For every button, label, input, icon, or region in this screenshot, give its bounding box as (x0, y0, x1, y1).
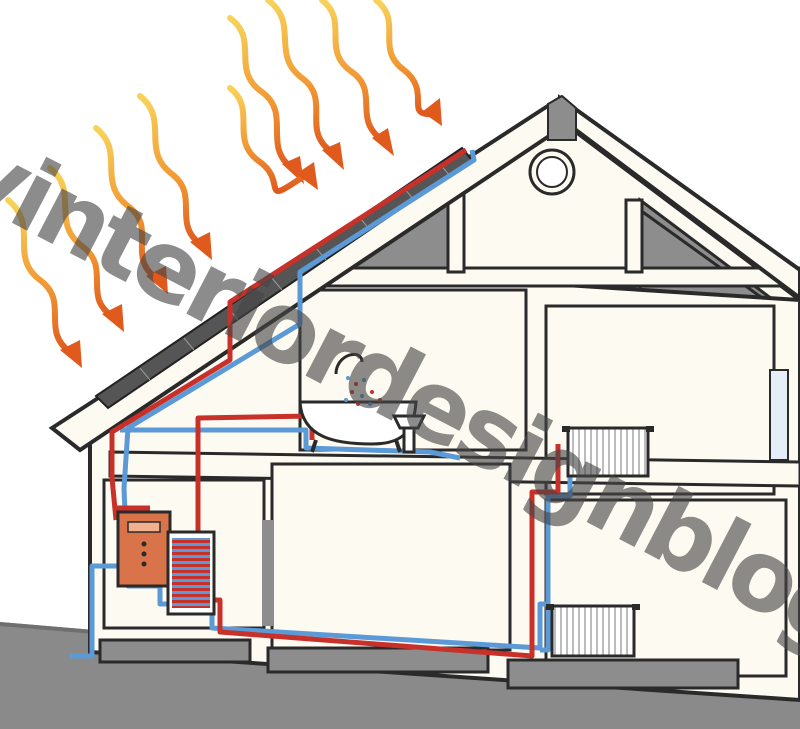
sun-ray-icon (373, 0, 442, 126)
attic-floor-beam (318, 266, 800, 288)
hot-water-tank-icon (166, 530, 216, 616)
sun-ray-icon (93, 125, 168, 294)
sun-ray-icon (47, 165, 124, 332)
sun-ray-icon (265, 0, 344, 170)
sun-ray-icon (319, 0, 394, 156)
sun-ray-icon (137, 93, 212, 260)
upper-room-right-window (769, 369, 789, 461)
sun-rays (5, 0, 442, 368)
round-window-icon (528, 148, 576, 196)
radiator-icon (546, 604, 640, 658)
sun-ray-icon (5, 197, 82, 368)
shower-water-drops (344, 376, 382, 406)
roof-ridge-cap (547, 94, 577, 141)
sink-icon (391, 414, 427, 454)
boiler-icon (116, 510, 172, 588)
foundation-block (98, 638, 252, 664)
lower-room-center (270, 462, 512, 652)
lower-room-center-shadow (262, 520, 274, 626)
sun-ray-icon (227, 85, 318, 194)
foundation-block (506, 658, 740, 690)
radiator-icon (562, 426, 654, 478)
attic-post-right (624, 198, 644, 274)
